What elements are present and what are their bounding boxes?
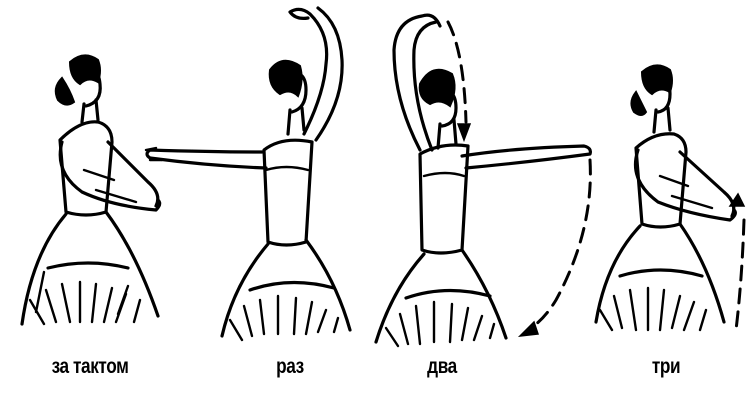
dancer-figure-2-icon (146, 8, 350, 340)
dancer-figure-3-icon (376, 15, 590, 346)
dancer-figure-1-icon (22, 55, 160, 324)
figure-label-1: за тактом (33, 350, 148, 384)
figure-label-4: три (633, 350, 699, 384)
dancer-figure-4-icon (596, 65, 744, 330)
figure-label-2: раз (257, 350, 323, 384)
figure-label-3: два (409, 350, 475, 384)
